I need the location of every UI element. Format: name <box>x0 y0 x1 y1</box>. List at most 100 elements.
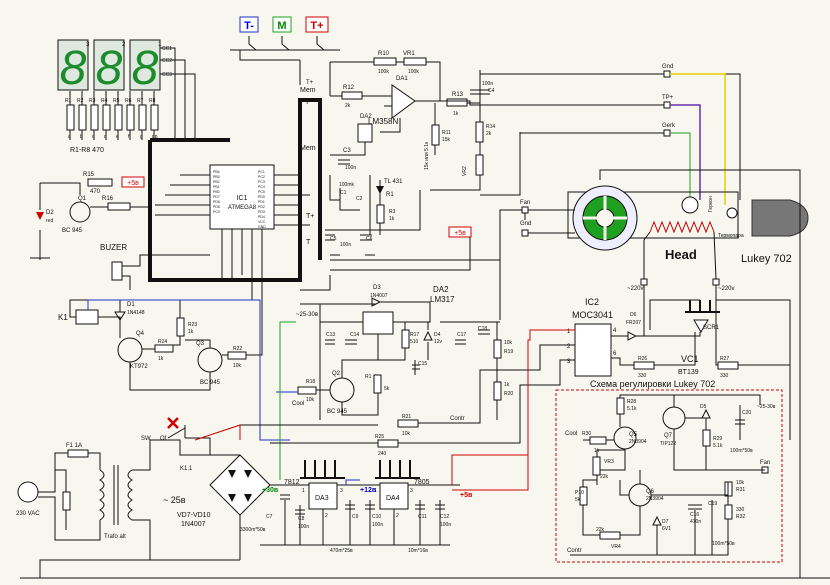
da2-ref <box>357 123 373 143</box>
segment-letter: dp <box>152 134 158 140</box>
moc-pin-3: 3 <box>567 359 571 365</box>
c10-label: C10 <box>372 514 381 520</box>
mcu-pin-label: GND <box>258 225 266 229</box>
button-t-plus[interactable] <box>305 16 329 33</box>
c8-value: 100n <box>298 524 309 530</box>
buzzer <box>111 261 123 281</box>
r27-value: 330 <box>720 373 729 379</box>
vr4-value: 22k <box>596 527 605 533</box>
power-supply: 230 VAC F1 1A Trafo alt SW Of K1.1 ~ 25в… <box>16 417 830 579</box>
vr1-value: 100k <box>408 69 419 75</box>
c13-label: C13 <box>326 332 335 338</box>
mcu-pin-label: PC1 <box>258 170 265 174</box>
opamp-r3-label: R3 <box>389 209 396 215</box>
r11-label: R11 <box>442 130 451 136</box>
mcu-pin-label: PD2 <box>258 205 265 209</box>
da1-part: LM358N <box>368 117 398 126</box>
digit-3: 8 <box>60 42 87 95</box>
r19-value: R19 <box>504 349 513 355</box>
q3-label: Q3 <box>196 341 205 347</box>
net-t-1: T <box>305 99 310 106</box>
d3-symbol <box>371 297 382 307</box>
r26 <box>633 361 655 370</box>
mcu-name: IC1 <box>237 195 248 202</box>
mcu-pin-label: PB2 <box>213 180 220 184</box>
d6-symbol <box>627 331 638 341</box>
d1-label: D1 <box>127 302 135 308</box>
q4-part: KT972 <box>130 364 148 370</box>
mains-resistor <box>62 491 71 511</box>
plus30-label: +30в <box>262 487 279 494</box>
q7-symbol <box>662 406 686 430</box>
r28 <box>616 397 625 415</box>
digit-3-body <box>57 39 89 91</box>
segment-resistor-label: R3 <box>89 98 96 104</box>
c11-value: 10m*16в <box>408 548 428 554</box>
segment-resistor <box>114 104 123 131</box>
lm317-body <box>362 311 394 335</box>
fan-reg-input: ~25-30в <box>757 404 776 410</box>
r20 <box>493 381 502 401</box>
d7-symbol <box>652 515 662 526</box>
mcu-pin-label: PB4 <box>213 170 220 174</box>
c17-label: C17 <box>457 332 466 338</box>
q3-symbol <box>197 347 223 373</box>
switch-x[interactable] <box>167 417 179 429</box>
mcu-pin-label: VCC <box>258 220 266 224</box>
ic2-label: IC2 <box>585 297 599 307</box>
opamp-r1-label: R1 <box>386 192 394 198</box>
vr3 <box>592 456 601 476</box>
button-t-plus-label: T+ <box>310 20 323 32</box>
r28-label: R28 <box>627 399 636 405</box>
button-mem[interactable] <box>272 16 292 33</box>
c12-value: 100n <box>440 522 451 528</box>
segment-resistor <box>138 104 147 131</box>
ac-note: ~ 25в <box>163 495 186 505</box>
k1-label: K1 <box>58 313 68 322</box>
mcu-part: ATMEGA8 <box>228 205 257 211</box>
mcu-pin-label: PD0 <box>258 195 265 199</box>
segment-resistor-label: R2 <box>77 98 84 104</box>
vr1 <box>403 57 427 66</box>
button-t-minus[interactable] <box>239 16 259 33</box>
q7-label: Q7 <box>664 433 673 439</box>
plus12-label: +12в <box>360 487 377 494</box>
r27 <box>717 361 739 370</box>
moc-pin-1: 1 <box>567 329 571 335</box>
c12-label: C12 <box>440 514 449 520</box>
pad-gerk <box>663 129 671 137</box>
head-label: Head <box>665 247 697 262</box>
r10 <box>373 57 397 66</box>
r12-value: 2k <box>345 103 351 109</box>
indicator-section: R15 470 +5в Q1 BC 945 R16 D2 red <box>30 172 150 260</box>
c19-label: C19 <box>708 501 717 507</box>
r23-label: R23 <box>188 322 197 328</box>
moc3041-part: MOC3041 <box>572 310 613 320</box>
r30 <box>589 436 607 445</box>
pad-tpplus <box>663 101 671 109</box>
display-resistors-label: R1-R8 470 <box>70 147 104 154</box>
relay-driver: K1 D1 1N4148 Q4 KT972 R24 1k R23 1k Q3 B… <box>58 290 290 441</box>
r30-label: R30 <box>582 431 591 437</box>
r16 <box>107 202 131 211</box>
pad-220-1 <box>640 278 648 286</box>
segment-resistor <box>90 104 99 131</box>
da4-pin1: 1 <box>374 488 377 494</box>
buzzer-label: BUZER <box>100 243 127 252</box>
plus5-label-3: +5в <box>454 230 466 237</box>
v220-label-1: ~220v <box>627 286 644 292</box>
plus5-label-2: +5в <box>460 492 473 499</box>
r25-value: 240 <box>378 451 387 457</box>
led-d2 <box>36 212 44 220</box>
trafo-secondary <box>127 469 133 521</box>
r21 <box>397 419 419 428</box>
net-gnd: Gnd <box>662 64 673 70</box>
q2-symbol <box>329 377 355 403</box>
r20-label: R20 <box>504 391 513 397</box>
q1-label: Q1 <box>78 196 87 202</box>
fan-reg-fan: Fan <box>760 460 770 466</box>
lm317-r1-label: R1 <box>365 374 372 380</box>
d4-symbol <box>423 330 433 341</box>
moc-pin-2: 2 <box>567 344 571 350</box>
